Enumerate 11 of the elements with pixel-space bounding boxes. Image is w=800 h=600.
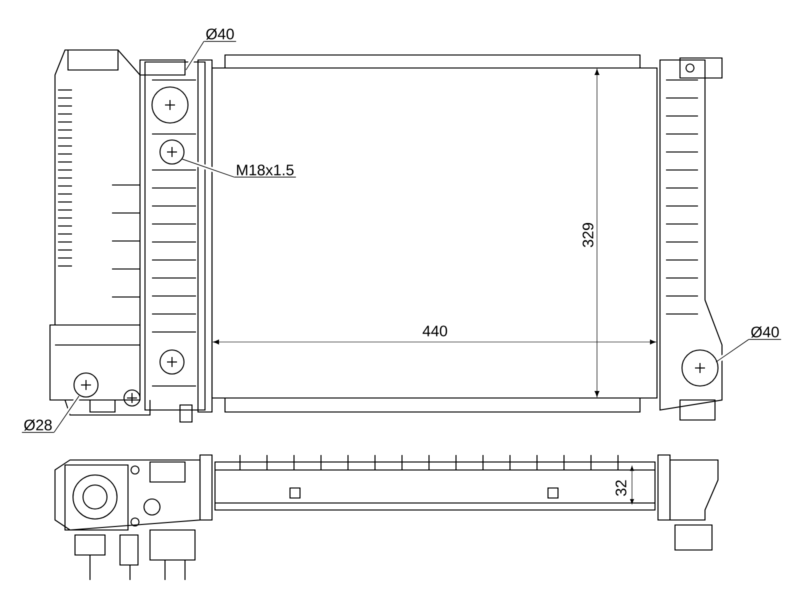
dimension-label: 329 <box>581 221 595 249</box>
callout-label: Ø40 <box>204 28 236 42</box>
leader-line <box>185 40 206 70</box>
callout-label: M18x1.5 <box>234 164 296 178</box>
callout-label: Ø40 <box>748 326 782 340</box>
leader-line <box>716 337 750 363</box>
dimension-label: 32 <box>614 478 628 498</box>
leader-line <box>182 158 235 180</box>
callout-label: Ø28 <box>22 419 54 433</box>
leader-line <box>52 396 80 434</box>
dimension-label: 440 <box>421 324 449 338</box>
